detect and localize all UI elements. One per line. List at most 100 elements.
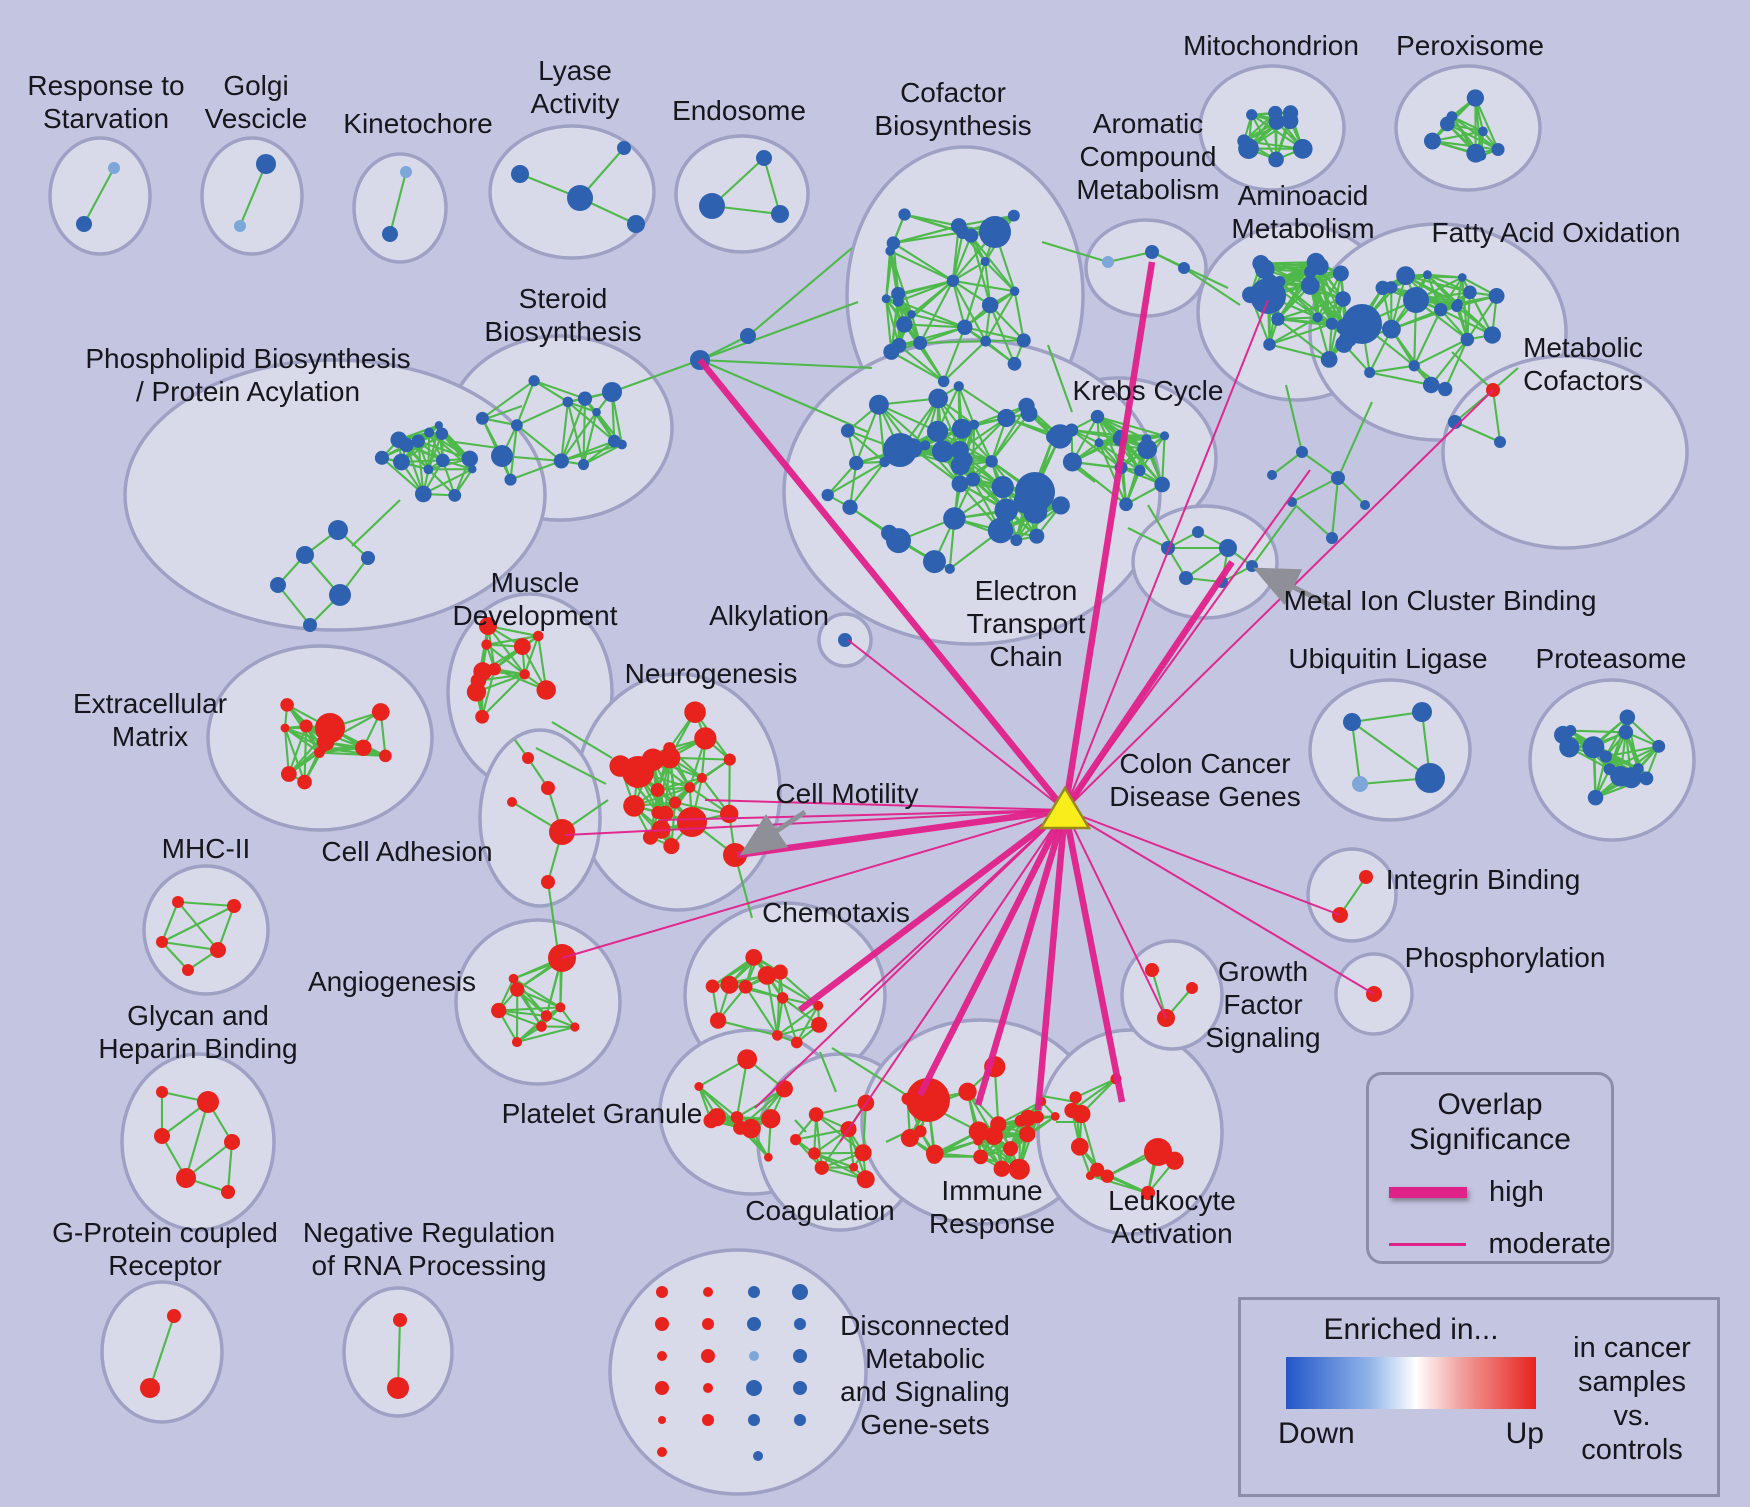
proteasome-node [1618,725,1634,740]
disconnected-metabolic-and-signaling-gene-sets-node [701,1349,715,1363]
glycan-and-heparin-binding-node [156,1086,168,1098]
glycan-and-heparin-binding-edge [226,1141,234,1193]
mitochondrion-node [1281,112,1299,130]
krebs-cycle-edge [1097,415,1165,437]
lyase-activity-node [511,165,529,183]
steroid-biosynthesis-edge [583,443,623,466]
phospholipid-biosynthesis-protein-acylation-node [296,546,314,564]
extracellular-matrix-node [299,719,313,733]
aromatic-compound-metabolism-node [1178,262,1190,274]
fatty-acid-tail-node [1326,532,1338,544]
mhc-ii-label: MHC-II [162,833,251,864]
intercluster-edge [487,405,523,419]
platelet-granule-node [763,1152,773,1162]
intercluster-edge [819,1051,837,1093]
angiogenesis-node [570,1022,580,1032]
cell-adhesion-node [541,781,555,795]
fatty-acid-tail-node [1360,500,1370,510]
overlap-edge-high [917,808,1068,1097]
steroid-biosynthesis-edge [582,411,598,465]
neurogenesis-node [651,806,665,820]
cofactor-biosynthesis-edge [951,280,966,328]
overlap-edge-high [736,806,1066,859]
fatty-acid-oxidation-node [1438,381,1453,397]
electron-transport-chain-edge [827,461,886,496]
cofactor-biosynthesis-node [883,343,900,360]
electron-transport-chain-edge [958,385,1007,419]
hub-layer [561,261,1494,1143]
coagulation-edge [795,1128,849,1141]
proteasome-edge [1626,717,1640,769]
g-protein-coupled-receptor-node [140,1378,160,1398]
disconnected-metabolic-and-signaling-gene-sets-node [748,1286,760,1298]
intercluster-edge [1041,1094,1077,1104]
cofactor-biosynthesis-node [896,316,913,333]
phospholipid-biosynthesis-protein-acylation-node [415,485,432,503]
fatty-acid-tail-edge [1291,477,1339,503]
cofactor-biosynthesis-node [1007,209,1020,222]
electron-transport-chain-node [926,420,949,442]
metal-ion-cluster-binding-node [1192,526,1204,538]
peroxisome-node [1476,150,1487,161]
down-label: Down [1278,1417,1355,1450]
mhc-ii-edge [161,905,235,943]
cofactor-biosynthesis-node [951,218,967,234]
colon-cancer-disease-genes-triangle [1038,785,1092,830]
cofactor-biosynthesis-node [881,294,891,304]
steroid-biosynthesis-edge [560,401,569,462]
fatty-acid-tail-node [1331,471,1345,485]
phospholipid-biosynthesis-protein-acylation-node [434,421,443,430]
ubiquitin-ligase-label: Ubiquitin Ligase [1288,643,1487,674]
neurogenesis-node [684,782,696,793]
immune-response-node [906,1078,950,1122]
muscle-development-node [466,682,487,702]
endosome-node [756,150,772,166]
muscle-development-edge [523,635,540,675]
cofactor-biosynthesis-node [980,335,992,347]
cofactor-biosynthesis-edge [885,298,901,346]
electron-transport-chain-node [987,517,1014,544]
integrin-binding-label: Integrin Binding [1386,864,1581,895]
ubiquitin-ligase-node [1412,702,1432,722]
disconnected-metabolic-and-signaling-gene-sets-node [749,1351,759,1361]
negative-regulation-of-rna-processing-edge [396,1319,402,1389]
peroxisome-edge [1474,97,1499,150]
aminoacid-metabolism-edge [1269,322,1333,346]
arrows-layer [739,567,1332,856]
intercluster-edge [1041,240,1109,264]
proteasome-node [1639,771,1654,786]
extracellular-matrix-node [280,766,297,782]
aminoacid-metabolism-node [1304,265,1317,279]
golgi-vescicle-node [234,220,246,232]
metal-ion-cluster-binding-node [1219,539,1237,557]
ubiquitin-ligase-node [1415,763,1445,793]
fatty-acid-oxidation-node [1342,304,1382,344]
cofactor-biosynthesis-edge [910,279,954,316]
overlap-edge-high [1061,261,1156,811]
steroid-biosynthesis-edge [510,459,562,481]
extracellular-matrix-edge [323,747,386,757]
platelet-granule-node [737,1049,758,1070]
fatty-acid-tail-edge [1301,451,1339,479]
angiogenesis-edge [516,988,561,1009]
angiogenesis-edge [498,1006,561,1012]
kinetochore-edge [388,171,408,235]
electron-transport-chain-node [951,475,969,493]
disconnected-metabolic-and-signaling-gene-sets-node [792,1284,808,1300]
steroid-biosynthesis-node [577,459,590,471]
cell-adhesion-node [507,797,517,807]
aminoacid-metabolism-node [1320,351,1338,368]
coagulation-node [808,1147,821,1160]
cofactor-biosynthesis-edge [970,234,1016,292]
mitochondrion-label: Mitochondrion [1183,30,1359,61]
coagulation-node [808,1107,824,1122]
alkylation-label: Alkylation [709,600,829,631]
overlap-title-line2: Significance [1409,1123,1571,1156]
cofactor-biosynthesis-edge [984,260,1016,292]
phospholipid-biosynthesis-protein-acylation-node [328,520,348,540]
electron-transport-chain-node [849,455,864,471]
extracellular-matrix-node [315,713,345,743]
kinetochore-node [400,166,412,178]
